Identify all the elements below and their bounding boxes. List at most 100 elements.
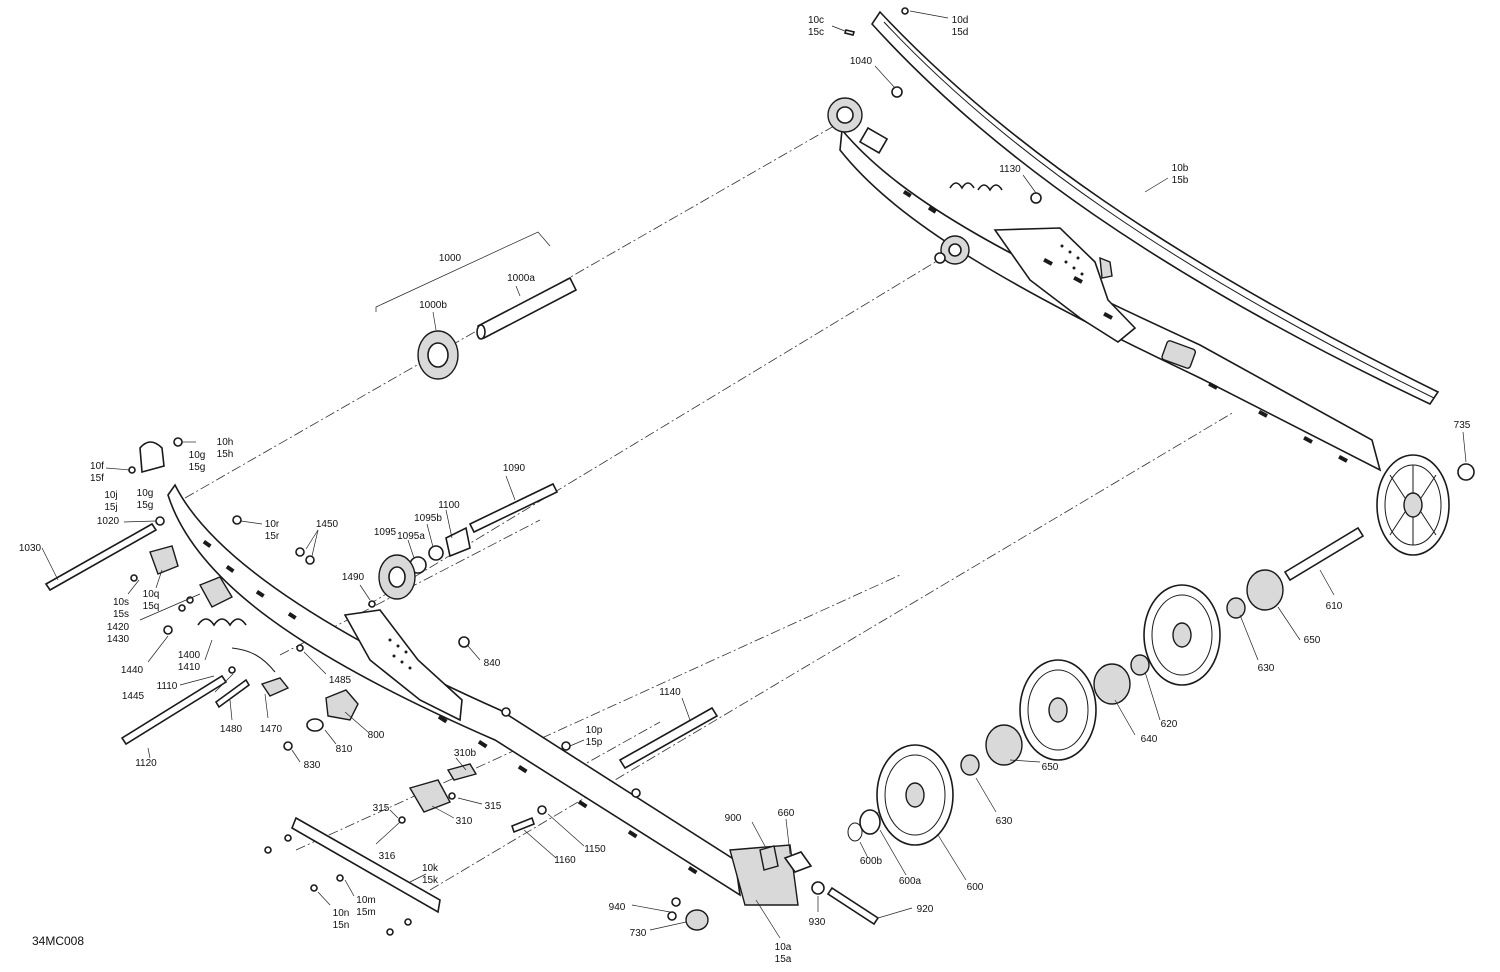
part-label-line: 15d (952, 27, 969, 38)
block-660 (783, 851, 813, 873)
bearing-upper-hub (948, 243, 962, 257)
bumper-group-310 (264, 763, 641, 936)
washer-1485 (296, 644, 304, 652)
part-label-line: 10r (265, 519, 280, 530)
part-label-line: 10c (808, 15, 824, 26)
part-label: 1480 (220, 724, 243, 735)
part-label-line: 1120 (135, 758, 157, 769)
nut-1130 (1030, 192, 1042, 204)
part-label-line: 15n (333, 920, 350, 931)
rail-slots-lower (202, 540, 698, 875)
spacer-630-a (1226, 597, 1246, 619)
spacer-650-b (985, 724, 1023, 766)
alignment-line (429, 411, 1235, 891)
part-label-line: 1090 (503, 463, 526, 474)
bolt-left-a (264, 846, 272, 854)
washer-10m (336, 874, 344, 882)
bolt-10c (843, 29, 856, 36)
bolt-1120 (120, 674, 228, 746)
part-label-line: 920 (917, 904, 934, 915)
rail-assembly-lower (167, 483, 799, 914)
part-label-line: 735 (1454, 420, 1471, 431)
ring-1095b (428, 545, 444, 561)
part-label-line: 600b (860, 856, 883, 867)
part-label-line: 1095b (414, 513, 442, 524)
part-label-line: 1040 (850, 56, 873, 67)
adjuster-900 (759, 845, 779, 871)
part-label: 620 (1161, 719, 1178, 730)
part-label: 1110 (157, 681, 178, 692)
pin-1480 (214, 678, 251, 709)
part-label-line: 600 (967, 882, 984, 893)
part-label-line: 650 (1304, 635, 1321, 646)
bolt-920 (826, 886, 880, 926)
part-label: 1160 (554, 855, 576, 866)
part-label-line: 1410 (178, 662, 201, 673)
part-label: 1095 (374, 527, 397, 538)
ring-600b (847, 822, 863, 842)
part-label-line: 1110 (157, 681, 178, 692)
part-label: 316 (379, 851, 396, 862)
cap-730 (685, 909, 709, 931)
bolt-bottom (386, 928, 394, 936)
nut-10d (901, 7, 909, 15)
part-label-line: 1000b (419, 300, 447, 311)
part-label-line: 10g (137, 488, 154, 499)
assembly-1000 (375, 231, 578, 380)
part-label-line: 830 (304, 760, 321, 771)
part-label: 840 (484, 658, 501, 669)
part-label-line: 1020 (97, 516, 120, 527)
part-label: 1445 (122, 691, 145, 702)
part-label-line: 15s (113, 609, 129, 620)
part-label-line: 1030 (19, 543, 42, 554)
rail-body-lower (167, 483, 742, 897)
part-label: 940 (609, 902, 626, 913)
part-label: 1000b (419, 300, 447, 311)
part-label-line: 1440 (121, 665, 144, 676)
part-label-line: 1150 (584, 844, 606, 855)
part-label: 1100 (438, 500, 460, 511)
rail-assembly-upper (827, 7, 1382, 472)
part-label-line: 1430 (107, 634, 130, 645)
part-label-line: 15h (217, 449, 234, 460)
left-small-parts (44, 437, 571, 751)
spring-upper-b (977, 184, 1003, 192)
part-label-line: 15g (137, 500, 154, 511)
bearing-600a (859, 809, 881, 835)
sleeve-810 (306, 718, 324, 732)
part-label-line: 1445 (122, 691, 145, 702)
part-label: 1090 (503, 463, 526, 474)
block-10q (149, 545, 179, 575)
washer-left-a (284, 834, 292, 842)
part-label-line: 15b (1172, 175, 1189, 186)
part-label: 600b (860, 856, 883, 867)
stopper-block (1161, 340, 1197, 369)
part-label-line: 15a (775, 954, 792, 965)
part-label-line: 10f (90, 461, 104, 472)
part-label-line: 310b (454, 748, 477, 759)
nut-1450 (295, 547, 305, 557)
shaft-group-1090 (378, 482, 559, 600)
part-label-line: 10m (356, 895, 375, 906)
part-label: 310b (454, 748, 477, 759)
part-label-line: 10q (143, 589, 160, 600)
shaft-1000a (476, 276, 578, 340)
part-label-line: 10k (422, 863, 439, 874)
wheel-stack (847, 526, 1365, 846)
part-label-line: 1450 (316, 519, 339, 530)
spring-1400 (197, 618, 247, 627)
part-label-line: 310 (456, 816, 473, 827)
slide-rail-body (870, 10, 1440, 406)
part-label: 630 (996, 816, 1013, 827)
spring-upper-a (949, 182, 975, 190)
part-label-line: 10p (586, 725, 603, 736)
part-label: 1120 (135, 758, 157, 769)
part-label-line: 630 (1258, 663, 1275, 674)
part-label: 1150 (584, 844, 606, 855)
rail-bracket-lower (343, 609, 463, 722)
cap-735 (1457, 463, 1475, 481)
part-label-line: 1420 (107, 622, 130, 633)
